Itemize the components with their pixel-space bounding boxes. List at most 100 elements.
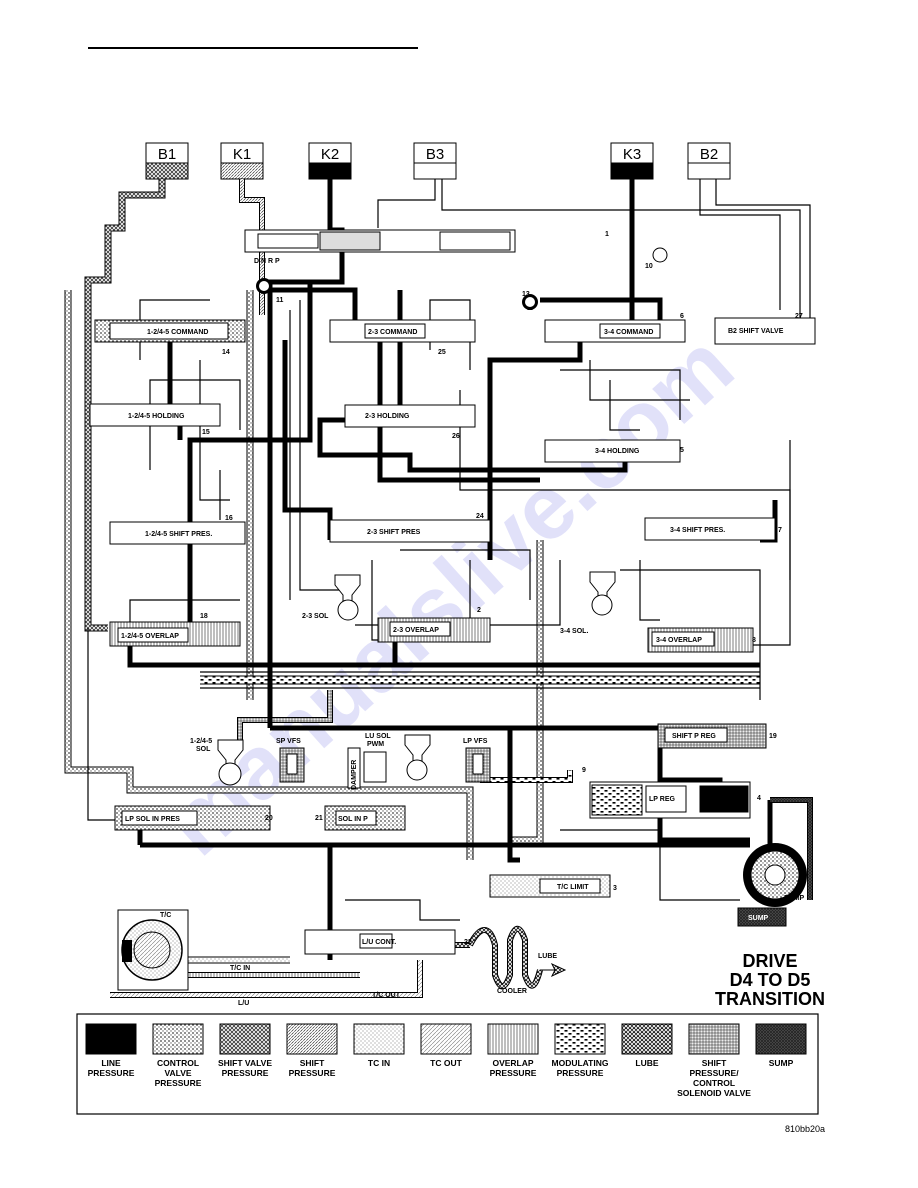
legend-label-shiftvalve-0: SHIFT VALVE [218, 1058, 272, 1068]
valve-lu-cont: L/U CONT. [304, 929, 456, 955]
clutch-row: B1 K1 K2 B3 K3 B2 [145, 142, 731, 180]
label-tc-limit: T/C LIMIT [557, 884, 589, 891]
torque-converter: T/C [117, 909, 189, 991]
legend-item-tcin: TC IN [353, 1023, 405, 1068]
label-sump: SUMP [748, 915, 769, 922]
num-6: 6 [680, 313, 684, 320]
valve-34-shift-pres: 3-4 SHIFT PRES. [644, 517, 776, 541]
num-22: 22 [464, 939, 472, 946]
legend-swatch-modulating [554, 1023, 606, 1055]
legend-label-shiftcontrol-2: CONTROL [693, 1078, 735, 1088]
label-lp-reg: LP REG [649, 796, 675, 803]
clutch-b2-label: B2 [700, 146, 718, 163]
valve-34-holding: 3-4 HOLDING [544, 439, 681, 463]
legend-swatch-control [152, 1023, 204, 1055]
num-7: 7 [778, 527, 782, 534]
legend-swatch-shiftcontrol [688, 1023, 740, 1055]
legend-swatch-lube [621, 1023, 673, 1055]
legend-swatch-shift [286, 1023, 338, 1055]
num-25: 25 [438, 349, 446, 356]
pump: PUMP [743, 797, 813, 907]
components: T/C T/C IN T/C OUT L/U PUMP SUMP COOLER … [117, 797, 813, 1007]
valve-lp-sol-in-pres: LP SOL IN PRES [114, 805, 271, 831]
legend-swatch-overlap [487, 1023, 539, 1055]
num-13: 13 [522, 291, 530, 298]
label-23-holding: 2-3 HOLDING [365, 413, 410, 420]
label-1245-command: 1-2/4-5 COMMAND [147, 329, 208, 336]
num-5: 5 [680, 447, 684, 454]
num-14: 14 [222, 349, 230, 356]
valve-23-command: 2-3 COMMAND [329, 319, 476, 343]
num-27: 27 [795, 313, 803, 320]
label-sol-1245-b: SOL [196, 746, 211, 753]
label-pump: PUMP [784, 895, 805, 902]
num-2: 2 [477, 607, 481, 614]
legend-label-line-1: PRESSURE [88, 1068, 135, 1078]
num-11: 11 [276, 297, 284, 304]
label-34-shift-pres: 3-4 SHIFT PRES. [670, 527, 725, 534]
num-26: 26 [452, 433, 460, 440]
clutch-b1: B1 [145, 142, 189, 180]
valve-23-holding: 2-3 HOLDING [344, 404, 476, 428]
clutch-b2: B2 [687, 142, 731, 180]
legend-label-overlap-1: PRESSURE [490, 1068, 537, 1078]
sump: SUMP [737, 907, 787, 927]
valve-sol-in-p: SOL IN P [324, 805, 406, 831]
valve-23-overlap: 2-3 OVERLAP [377, 617, 491, 643]
legend-swatch-line [85, 1023, 137, 1055]
label-lp-sol-in-pres: LP SOL IN PRES [125, 816, 180, 823]
legend-label-tcin-0: TC IN [368, 1058, 390, 1068]
valve-34-overlap: 3-4 OVERLAP [647, 627, 754, 653]
label-sol-in-p: SOL IN P [338, 816, 368, 823]
legend-label-shiftcontrol-0: SHIFT [702, 1058, 727, 1068]
passages [64, 179, 811, 998]
legend-label-shiftvalve-1: PRESSURE [222, 1068, 269, 1078]
solenoid-lu-pwm: LU SOL PWM [363, 733, 391, 783]
valve-b2-shift: B2 SHIFT VALVE [714, 317, 816, 345]
figure-code: 810bb20a [785, 1124, 825, 1134]
solenoid-damper: DAMPER [347, 747, 361, 790]
num-10: 10 [645, 263, 653, 270]
label-sp-vfs: SP VFS [276, 738, 301, 745]
legend-swatch-sump [755, 1023, 807, 1055]
legend-label-shift-1: PRESSURE [289, 1068, 336, 1078]
legend-label-overlap-0: OVERLAP [492, 1058, 533, 1068]
clutch-b1-label: B1 [158, 146, 176, 163]
valve-34-command: 3-4 COMMAND [544, 319, 686, 343]
label-lu-sol: LU SOL [365, 733, 391, 740]
solenoid-sp-vfs: SP VFS [276, 738, 305, 783]
label-sol-23: 2-3 SOL [302, 613, 329, 620]
cooler: COOLER LUBE [467, 925, 567, 995]
valve-1245-shift-pres: 1-2/4-5 SHIFT PRES. [109, 521, 246, 545]
label-tc-out: T/C OUT [372, 992, 401, 999]
clutch-b3-label: B3 [426, 146, 444, 163]
legend-item-tcout: TC OUT [420, 1023, 472, 1068]
valve-1245-holding: 1-2/4-5 HOLDING [89, 403, 221, 427]
valve-shift-p-reg: SHIFT P REG [657, 723, 767, 749]
label-1245-shift-pres: 1-2/4-5 SHIFT PRES. [145, 531, 212, 538]
legend-label-control-1: VALVE [164, 1068, 191, 1078]
label-23-shift-pres: 2-3 SHIFT PRES [367, 529, 421, 536]
label-tc: T/C [160, 912, 171, 919]
legend-label-tcout-0: TC OUT [430, 1058, 462, 1068]
legend-label-modulating-1: PRESSURE [557, 1068, 604, 1078]
clutch-b3: B3 [413, 142, 457, 180]
label-tc-in: T/C IN [230, 965, 250, 972]
label-lu: L/U [238, 1000, 249, 1007]
legend-label-modulating-0: MODULATING [552, 1058, 609, 1068]
callout-numbers: 1 2 3 4 5 6 7 8 9 10 11 13 14 15 16 18 1… [200, 231, 803, 946]
label-lu-cont: L/U CONT. [362, 939, 396, 946]
clutch-k1-label: K1 [233, 146, 251, 163]
legend-item-lube: LUBE [621, 1023, 673, 1068]
clutch-k2: K2 [308, 142, 352, 180]
legend-item-sump: SUMP [755, 1023, 807, 1068]
solenoid-1245: 1-2/4-5 SOL [190, 738, 244, 786]
valve-lp-reg: LP REG [589, 781, 751, 819]
label-shift-p-reg: SHIFT P REG [672, 733, 716, 740]
label-sol-1245-a: 1-2/4-5 [190, 738, 212, 745]
